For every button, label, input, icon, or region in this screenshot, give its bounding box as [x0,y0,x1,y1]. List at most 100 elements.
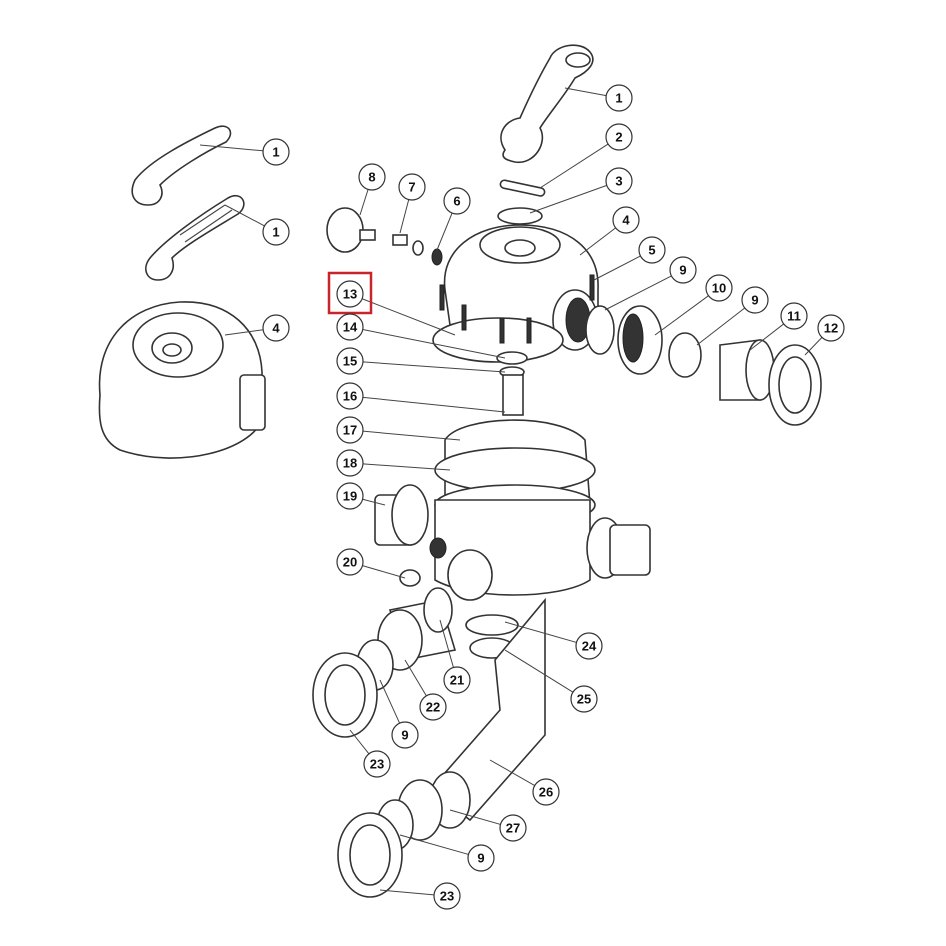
callout-circle [443,187,471,215]
callout-21: 21 [439,619,471,694]
leader-line [654,295,709,336]
callout-circle [605,123,633,151]
callout-circle [262,314,290,342]
leader-line [362,329,506,359]
callout-label: 10 [712,281,726,296]
callout-15: 15 [336,347,506,375]
callout-circle [358,163,386,191]
callout-16: 16 [336,382,506,413]
callout-20: 20 [336,548,406,579]
small-parts [326,207,443,266]
callout-circle [262,138,290,166]
leader-line [379,679,401,724]
callout-circle [570,685,598,713]
callout-circle [443,666,471,694]
callout-label: 8 [368,170,375,185]
callout-circle [336,280,364,308]
valve-cover-part [98,301,266,459]
callout-22: 22 [404,659,447,721]
callout-circle [433,882,461,910]
callout-2: 2 [539,123,633,189]
callout-8: 8 [358,163,386,216]
leader-line [359,189,369,216]
callout-1: 1 [564,84,633,112]
callout-label: 5 [648,243,655,258]
callout-18: 18 [336,449,451,477]
callout-1: 1 [199,138,290,166]
callout-label: 1 [272,145,279,160]
callout-13: 13 [327,271,456,336]
callout-9: 9 [696,286,769,346]
callout-label: 4 [272,321,280,336]
callout-4: 4 [224,314,290,342]
leader-line [804,337,823,356]
callout-circle [605,84,633,112]
leader-line [224,204,265,227]
callout-circle [336,347,364,375]
callout-12: 12 [804,314,845,356]
callout-7: 7 [398,173,426,234]
leader-line [362,396,506,413]
leader-line [749,323,785,351]
callout-label: 3 [615,174,622,189]
stem-parts [496,351,528,416]
leader-line [399,199,410,234]
callout-label: 9 [477,851,484,866]
leader-line [361,298,456,336]
callout-label: 25 [577,692,591,707]
callout-label: 11 [787,309,801,324]
leader-line [504,621,577,643]
callout-circle [336,482,364,510]
callout-label: 22 [426,700,440,715]
callout-label: 16 [343,389,357,404]
callout-label: 9 [401,728,408,743]
screws-part [439,274,595,344]
callout-circle [262,218,290,246]
leader-line [399,834,469,855]
callout-label: 9 [679,263,686,278]
callout-label: 12 [824,321,838,336]
leader-line [593,255,641,281]
leader-line [604,275,672,311]
callout-label: 13 [343,287,357,302]
leader-line [579,227,616,256]
callout-3: 3 [529,167,633,214]
leader-line [564,87,607,97]
pin-part [499,179,546,197]
handle-part [131,125,245,281]
leader-line [696,307,746,346]
callout-label: 27 [506,821,520,836]
bottom-pipe-parts [337,597,546,898]
callout-17: 17 [336,416,461,444]
callout-label: 23 [440,889,454,904]
callout-label: 1 [615,91,622,106]
callout-label: 21 [450,673,464,688]
callout-label: 4 [622,213,630,228]
callout-circle [817,314,845,342]
callout-23: 23 [379,882,461,910]
callout-circle [669,256,697,284]
leader-line [362,498,386,506]
highlight-box [327,271,373,315]
callout-circle [532,778,560,806]
callout-circle [638,236,666,264]
leader-line [529,184,607,214]
callout-label: 23 [370,757,384,772]
callout-11: 11 [749,302,808,351]
valve-body-part [374,419,651,601]
callout-label: 20 [343,555,357,570]
callout-25: 25 [504,649,598,713]
callout-circle [336,449,364,477]
callout-circle [419,693,447,721]
callout-26: 26 [489,759,560,806]
leader-line [362,361,506,373]
callout-5: 5 [593,236,666,281]
callout-1: 1 [224,204,290,246]
leader-line [404,659,427,697]
callout-circle [467,844,495,872]
callout-label: 14 [343,320,358,335]
callout-circle [336,548,364,576]
callout-label: 2 [615,130,622,145]
callout-circle [336,382,364,410]
callout-9: 9 [379,679,419,749]
